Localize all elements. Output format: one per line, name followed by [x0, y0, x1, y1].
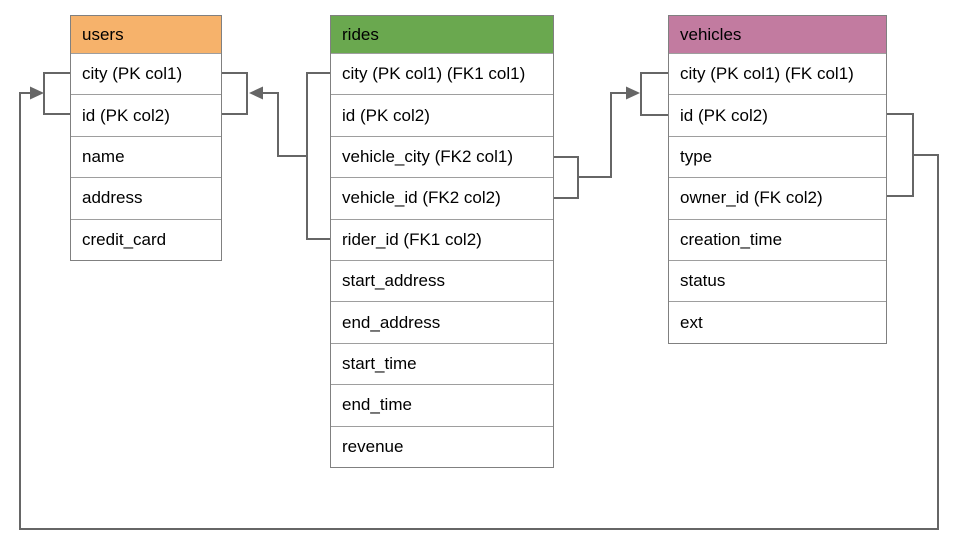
table-row: type — [669, 135, 886, 178]
table-vehicles: vehicles city (PK col1) (FK col1)id (PK … — [668, 15, 887, 344]
rides-fk2-link-line — [578, 92, 626, 178]
table-row: id (PK col2) — [669, 94, 886, 136]
table-vehicles-rows: city (PK col1) (FK col1)id (PK col2)type… — [669, 53, 886, 343]
table-row: address — [71, 177, 221, 219]
table-row: credit_card — [71, 218, 221, 260]
table-row: revenue — [331, 425, 553, 467]
table-row: rider_id (FK1 col2) — [331, 218, 553, 260]
table-row: start_time — [331, 342, 553, 385]
table-row: vehicle_id (FK2 col2) — [331, 177, 553, 219]
table-row: id (PK col2) — [331, 94, 553, 136]
vehicles-fk-link-line — [19, 92, 939, 530]
table-row: ext — [669, 301, 886, 343]
table-row: vehicle_city (FK2 col1) — [331, 135, 553, 178]
table-row: city (PK col1) (FK col1) — [669, 53, 886, 95]
table-row: end_address — [331, 301, 553, 343]
table-users-header: users — [71, 16, 221, 53]
vehicles-fk-arrowhead-icon — [30, 86, 44, 100]
table-row: city (PK col1) — [71, 53, 221, 95]
table-rides: rides city (PK col1) (FK1 col1)id (PK co… — [330, 15, 554, 468]
table-row: name — [71, 135, 221, 178]
rides-fk2-column-bracket — [553, 156, 579, 199]
table-row: owner_id (FK col2) — [669, 177, 886, 219]
table-row: creation_time — [669, 218, 886, 260]
users-pk-bracket-left — [43, 72, 70, 115]
rides-fk1-link-line — [263, 92, 307, 157]
table-vehicles-header: vehicles — [669, 16, 886, 53]
vehicles-pk-bracket-left — [640, 72, 669, 116]
table-row: start_address — [331, 259, 553, 302]
table-rides-rows: city (PK col1) (FK1 col1)id (PK col2)veh… — [331, 53, 553, 467]
rides-fk2-arrowhead-icon — [626, 86, 640, 100]
connector-vehicles-fk-users — [19, 72, 939, 530]
vehicles-fk-column-bracket — [886, 113, 914, 197]
table-row: city (PK col1) (FK1 col1) — [331, 53, 553, 95]
rides-fk1-arrowhead-icon — [249, 86, 263, 100]
table-rides-header: rides — [331, 16, 553, 53]
connector-rides-fk2-vehicles — [553, 72, 669, 199]
table-row: end_time — [331, 384, 553, 426]
users-pk-bracket-right — [221, 72, 248, 115]
table-row: id (PK col2) — [71, 94, 221, 136]
table-row: status — [669, 259, 886, 302]
connector-rides-fk1-users — [221, 72, 331, 240]
rides-fk1-column-bracket — [306, 72, 331, 240]
